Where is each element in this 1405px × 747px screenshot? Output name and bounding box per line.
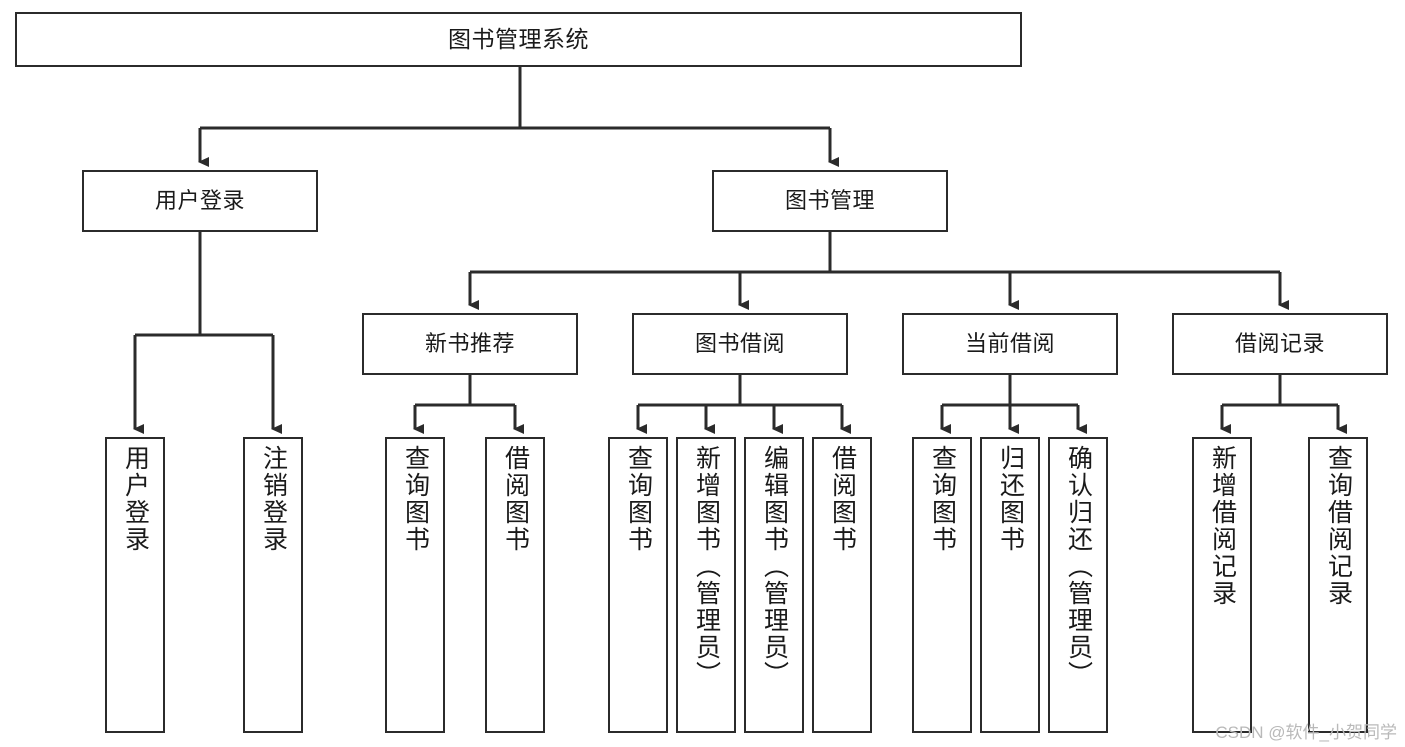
node-label: 注销登录 bbox=[259, 445, 288, 553]
node-label: 当前借阅 bbox=[964, 331, 1055, 357]
node-new-book-recommend[interactable]: 新书推荐 bbox=[362, 313, 578, 375]
leaf-book-borrow-query[interactable]: 查询图书 bbox=[608, 437, 668, 733]
leaf-book-borrow-add[interactable]: 新增图书（管理员） bbox=[676, 437, 736, 733]
leaf-borrow-record-query[interactable]: 查询借阅记录 bbox=[1308, 437, 1368, 733]
leaf-current-borrow-query[interactable]: 查询图书 bbox=[912, 437, 972, 733]
node-label: 用户登录 bbox=[154, 188, 245, 214]
leaf-user-login-logout[interactable]: 注销登录 bbox=[243, 437, 303, 733]
node-label: 借阅图书 bbox=[501, 445, 530, 553]
node-label: 新书推荐 bbox=[424, 331, 515, 357]
leaf-book-borrow-edit[interactable]: 编辑图书（管理员） bbox=[744, 437, 804, 733]
leaf-book-borrow-borrow[interactable]: 借阅图书 bbox=[812, 437, 872, 733]
node-label: 查询图书 bbox=[928, 445, 957, 553]
node-label: 新增图书（管理员） bbox=[692, 445, 721, 688]
leaf-current-borrow-return[interactable]: 归还图书 bbox=[980, 437, 1040, 733]
leaf-new-book-borrow[interactable]: 借阅图书 bbox=[485, 437, 545, 733]
node-root-book-management-system[interactable]: 图书管理系统 bbox=[15, 12, 1022, 67]
node-borrow-record[interactable]: 借阅记录 bbox=[1172, 313, 1388, 375]
leaf-borrow-record-add[interactable]: 新增借阅记录 bbox=[1192, 437, 1252, 733]
leaf-user-login-login[interactable]: 用户登录 bbox=[105, 437, 165, 733]
csdn-watermark: CSDN @软件_小贺同学 bbox=[1215, 723, 1397, 742]
node-label: 确认归还（管理员） bbox=[1064, 445, 1093, 688]
node-label: 查询图书 bbox=[401, 445, 430, 553]
node-current-borrow[interactable]: 当前借阅 bbox=[902, 313, 1118, 375]
node-label: 图书管理系统 bbox=[448, 26, 589, 53]
node-label: 图书管理 bbox=[784, 188, 875, 214]
node-book-borrow[interactable]: 图书借阅 bbox=[632, 313, 848, 375]
node-label: 编辑图书（管理员） bbox=[760, 445, 789, 688]
node-label: 新增借阅记录 bbox=[1208, 445, 1237, 607]
node-label: 用户登录 bbox=[121, 445, 150, 553]
node-label: 图书借阅 bbox=[694, 331, 785, 357]
node-label: 借阅记录 bbox=[1234, 331, 1325, 357]
leaf-current-borrow-confirm-return[interactable]: 确认归还（管理员） bbox=[1048, 437, 1108, 733]
leaf-new-book-query[interactable]: 查询图书 bbox=[385, 437, 445, 733]
node-label: 查询借阅记录 bbox=[1324, 445, 1353, 607]
node-label: 查询图书 bbox=[624, 445, 653, 553]
node-user-login[interactable]: 用户登录 bbox=[82, 170, 318, 232]
node-book-management[interactable]: 图书管理 bbox=[712, 170, 948, 232]
node-label: 借阅图书 bbox=[828, 445, 857, 553]
node-label: 归还图书 bbox=[996, 445, 1025, 553]
